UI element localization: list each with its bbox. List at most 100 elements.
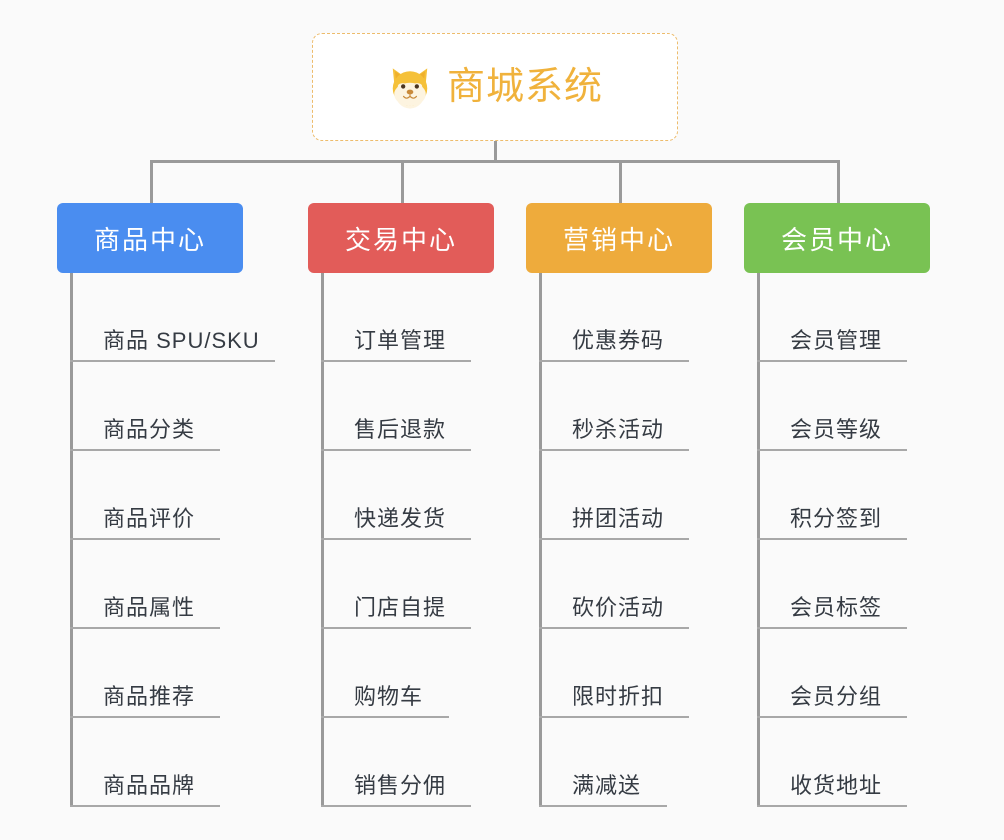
connector-drop-3 bbox=[619, 160, 622, 205]
branch-trade-center: 订单管理 售后退款 快递发货 门店自提 购物车 销售分佣 bbox=[308, 273, 494, 807]
leaf-underline bbox=[321, 449, 471, 451]
leaf-underline bbox=[70, 627, 220, 629]
leaf-underline bbox=[70, 805, 220, 807]
shiba-dog-face-icon bbox=[392, 68, 428, 109]
leaf-underline bbox=[70, 716, 220, 718]
leaf-label: 秒杀活动 bbox=[572, 417, 665, 442]
list-item[interactable]: 商品分类 bbox=[57, 362, 243, 451]
branch-trunk bbox=[757, 273, 760, 807]
leaf-label: 商品评价 bbox=[103, 506, 196, 531]
branch-trunk bbox=[321, 273, 324, 807]
leaf-underline bbox=[70, 449, 220, 451]
leaf-label: 优惠券码 bbox=[572, 328, 665, 353]
leaf-underline bbox=[539, 538, 689, 540]
category-header-marketing-center[interactable]: 营销中心 bbox=[526, 203, 712, 273]
branch-trunk bbox=[70, 273, 73, 807]
leaf-label: 限时折扣 bbox=[572, 684, 665, 709]
root-node[interactable]: 商城系统 bbox=[312, 33, 678, 141]
list-item[interactable]: 会员分组 bbox=[744, 629, 930, 718]
leaf-label: 商品分类 bbox=[103, 417, 196, 442]
list-item[interactable]: 门店自提 bbox=[308, 540, 494, 629]
leaf-label: 满减送 bbox=[572, 773, 642, 798]
leaf-label: 快递发货 bbox=[354, 506, 447, 531]
leaf-underline bbox=[321, 627, 471, 629]
leaf-underline bbox=[757, 360, 907, 362]
leaf-label: 商品属性 bbox=[103, 595, 196, 620]
leaf-label: 门店自提 bbox=[354, 595, 447, 620]
column-member-center: 会员中心 会员管理 会员等级 积分签到 会员标签 会员分组 bbox=[744, 203, 930, 807]
leaf-label: 会员标签 bbox=[790, 595, 883, 620]
list-item[interactable]: 购物车 bbox=[308, 629, 494, 718]
root-title: 商城系统 bbox=[446, 66, 603, 108]
leaf-underline bbox=[321, 716, 449, 718]
leaf-label: 购物车 bbox=[354, 684, 424, 709]
list-item[interactable]: 订单管理 bbox=[308, 273, 494, 362]
list-item[interactable]: 收货地址 bbox=[744, 718, 930, 807]
leaf-underline bbox=[539, 360, 689, 362]
category-header-member-center[interactable]: 会员中心 bbox=[744, 203, 930, 273]
branch-member-center: 会员管理 会员等级 积分签到 会员标签 会员分组 收货地址 bbox=[744, 273, 930, 807]
list-item[interactable]: 满减送 bbox=[526, 718, 712, 807]
leaf-label: 商品品牌 bbox=[103, 773, 196, 798]
leaf-underline bbox=[539, 449, 689, 451]
leaf-underline bbox=[321, 538, 471, 540]
branch-product-center: 商品 SPU/SKU 商品分类 商品评价 商品属性 商品推荐 商品品牌 bbox=[57, 273, 275, 807]
column-trade-center: 交易中心 订单管理 售后退款 快递发货 门店自提 购物车 bbox=[308, 203, 494, 807]
list-item[interactable]: 限时折扣 bbox=[526, 629, 712, 718]
list-item[interactable]: 会员等级 bbox=[744, 362, 930, 451]
leaf-underline bbox=[70, 538, 220, 540]
leaf-label: 拼团活动 bbox=[572, 506, 665, 531]
list-item[interactable]: 拼团活动 bbox=[526, 451, 712, 540]
leaf-underline bbox=[539, 627, 689, 629]
connector-drop-1 bbox=[150, 160, 153, 205]
branch-marketing-center: 优惠券码 秒杀活动 拼团活动 砍价活动 限时折扣 满减送 bbox=[526, 273, 712, 807]
leaf-underline bbox=[757, 716, 907, 718]
list-item[interactable]: 商品 SPU/SKU bbox=[57, 273, 275, 362]
branch-trunk bbox=[539, 273, 542, 807]
list-item[interactable]: 优惠券码 bbox=[526, 273, 712, 362]
category-label: 会员中心 bbox=[780, 224, 893, 255]
leaf-label: 积分签到 bbox=[790, 506, 883, 531]
list-item[interactable]: 积分签到 bbox=[744, 451, 930, 540]
list-item[interactable]: 商品品牌 bbox=[57, 718, 243, 807]
list-item[interactable]: 商品属性 bbox=[57, 540, 243, 629]
leaf-label: 订单管理 bbox=[354, 328, 447, 353]
leaf-label: 商品推荐 bbox=[103, 684, 196, 709]
leaf-underline bbox=[539, 716, 689, 718]
leaf-underline bbox=[757, 449, 907, 451]
connector-drop-2 bbox=[401, 160, 404, 205]
list-item[interactable]: 商品推荐 bbox=[57, 629, 243, 718]
leaf-label: 收货地址 bbox=[790, 773, 883, 798]
column-marketing-center: 营销中心 优惠券码 秒杀活动 拼团活动 砍价活动 限时折扣 bbox=[526, 203, 712, 807]
leaf-label: 会员分组 bbox=[790, 684, 883, 709]
column-product-center: 商品中心 商品 SPU/SKU 商品分类 商品评价 商品属性 商品推荐 bbox=[57, 203, 275, 807]
category-label: 商品中心 bbox=[93, 224, 206, 255]
connector-root-stem bbox=[494, 141, 497, 163]
list-item[interactable]: 秒杀活动 bbox=[526, 362, 712, 451]
leaf-label: 会员管理 bbox=[790, 328, 883, 353]
leaf-underline bbox=[70, 360, 275, 362]
leaf-label: 会员等级 bbox=[790, 417, 883, 442]
category-header-trade-center[interactable]: 交易中心 bbox=[308, 203, 494, 273]
leaf-label: 砍价活动 bbox=[572, 595, 665, 620]
list-item[interactable]: 会员管理 bbox=[744, 273, 930, 362]
list-item[interactable]: 砍价活动 bbox=[526, 540, 712, 629]
leaf-underline bbox=[757, 805, 907, 807]
category-label: 营销中心 bbox=[562, 224, 675, 255]
list-item[interactable]: 售后退款 bbox=[308, 362, 494, 451]
leaf-underline bbox=[539, 805, 667, 807]
leaf-underline bbox=[757, 538, 907, 540]
list-item[interactable]: 快递发货 bbox=[308, 451, 494, 540]
leaf-label: 售后退款 bbox=[354, 417, 447, 442]
leaf-underline bbox=[757, 627, 907, 629]
list-item[interactable]: 销售分佣 bbox=[308, 718, 494, 807]
leaf-underline bbox=[321, 360, 471, 362]
connector-horizontal-bus bbox=[150, 160, 840, 163]
category-header-product-center[interactable]: 商品中心 bbox=[57, 203, 243, 273]
list-item[interactable]: 会员标签 bbox=[744, 540, 930, 629]
category-label: 交易中心 bbox=[344, 224, 457, 255]
leaf-label: 商品 SPU/SKU bbox=[103, 328, 260, 353]
list-item[interactable]: 商品评价 bbox=[57, 451, 243, 540]
connector-drop-4 bbox=[837, 160, 840, 205]
